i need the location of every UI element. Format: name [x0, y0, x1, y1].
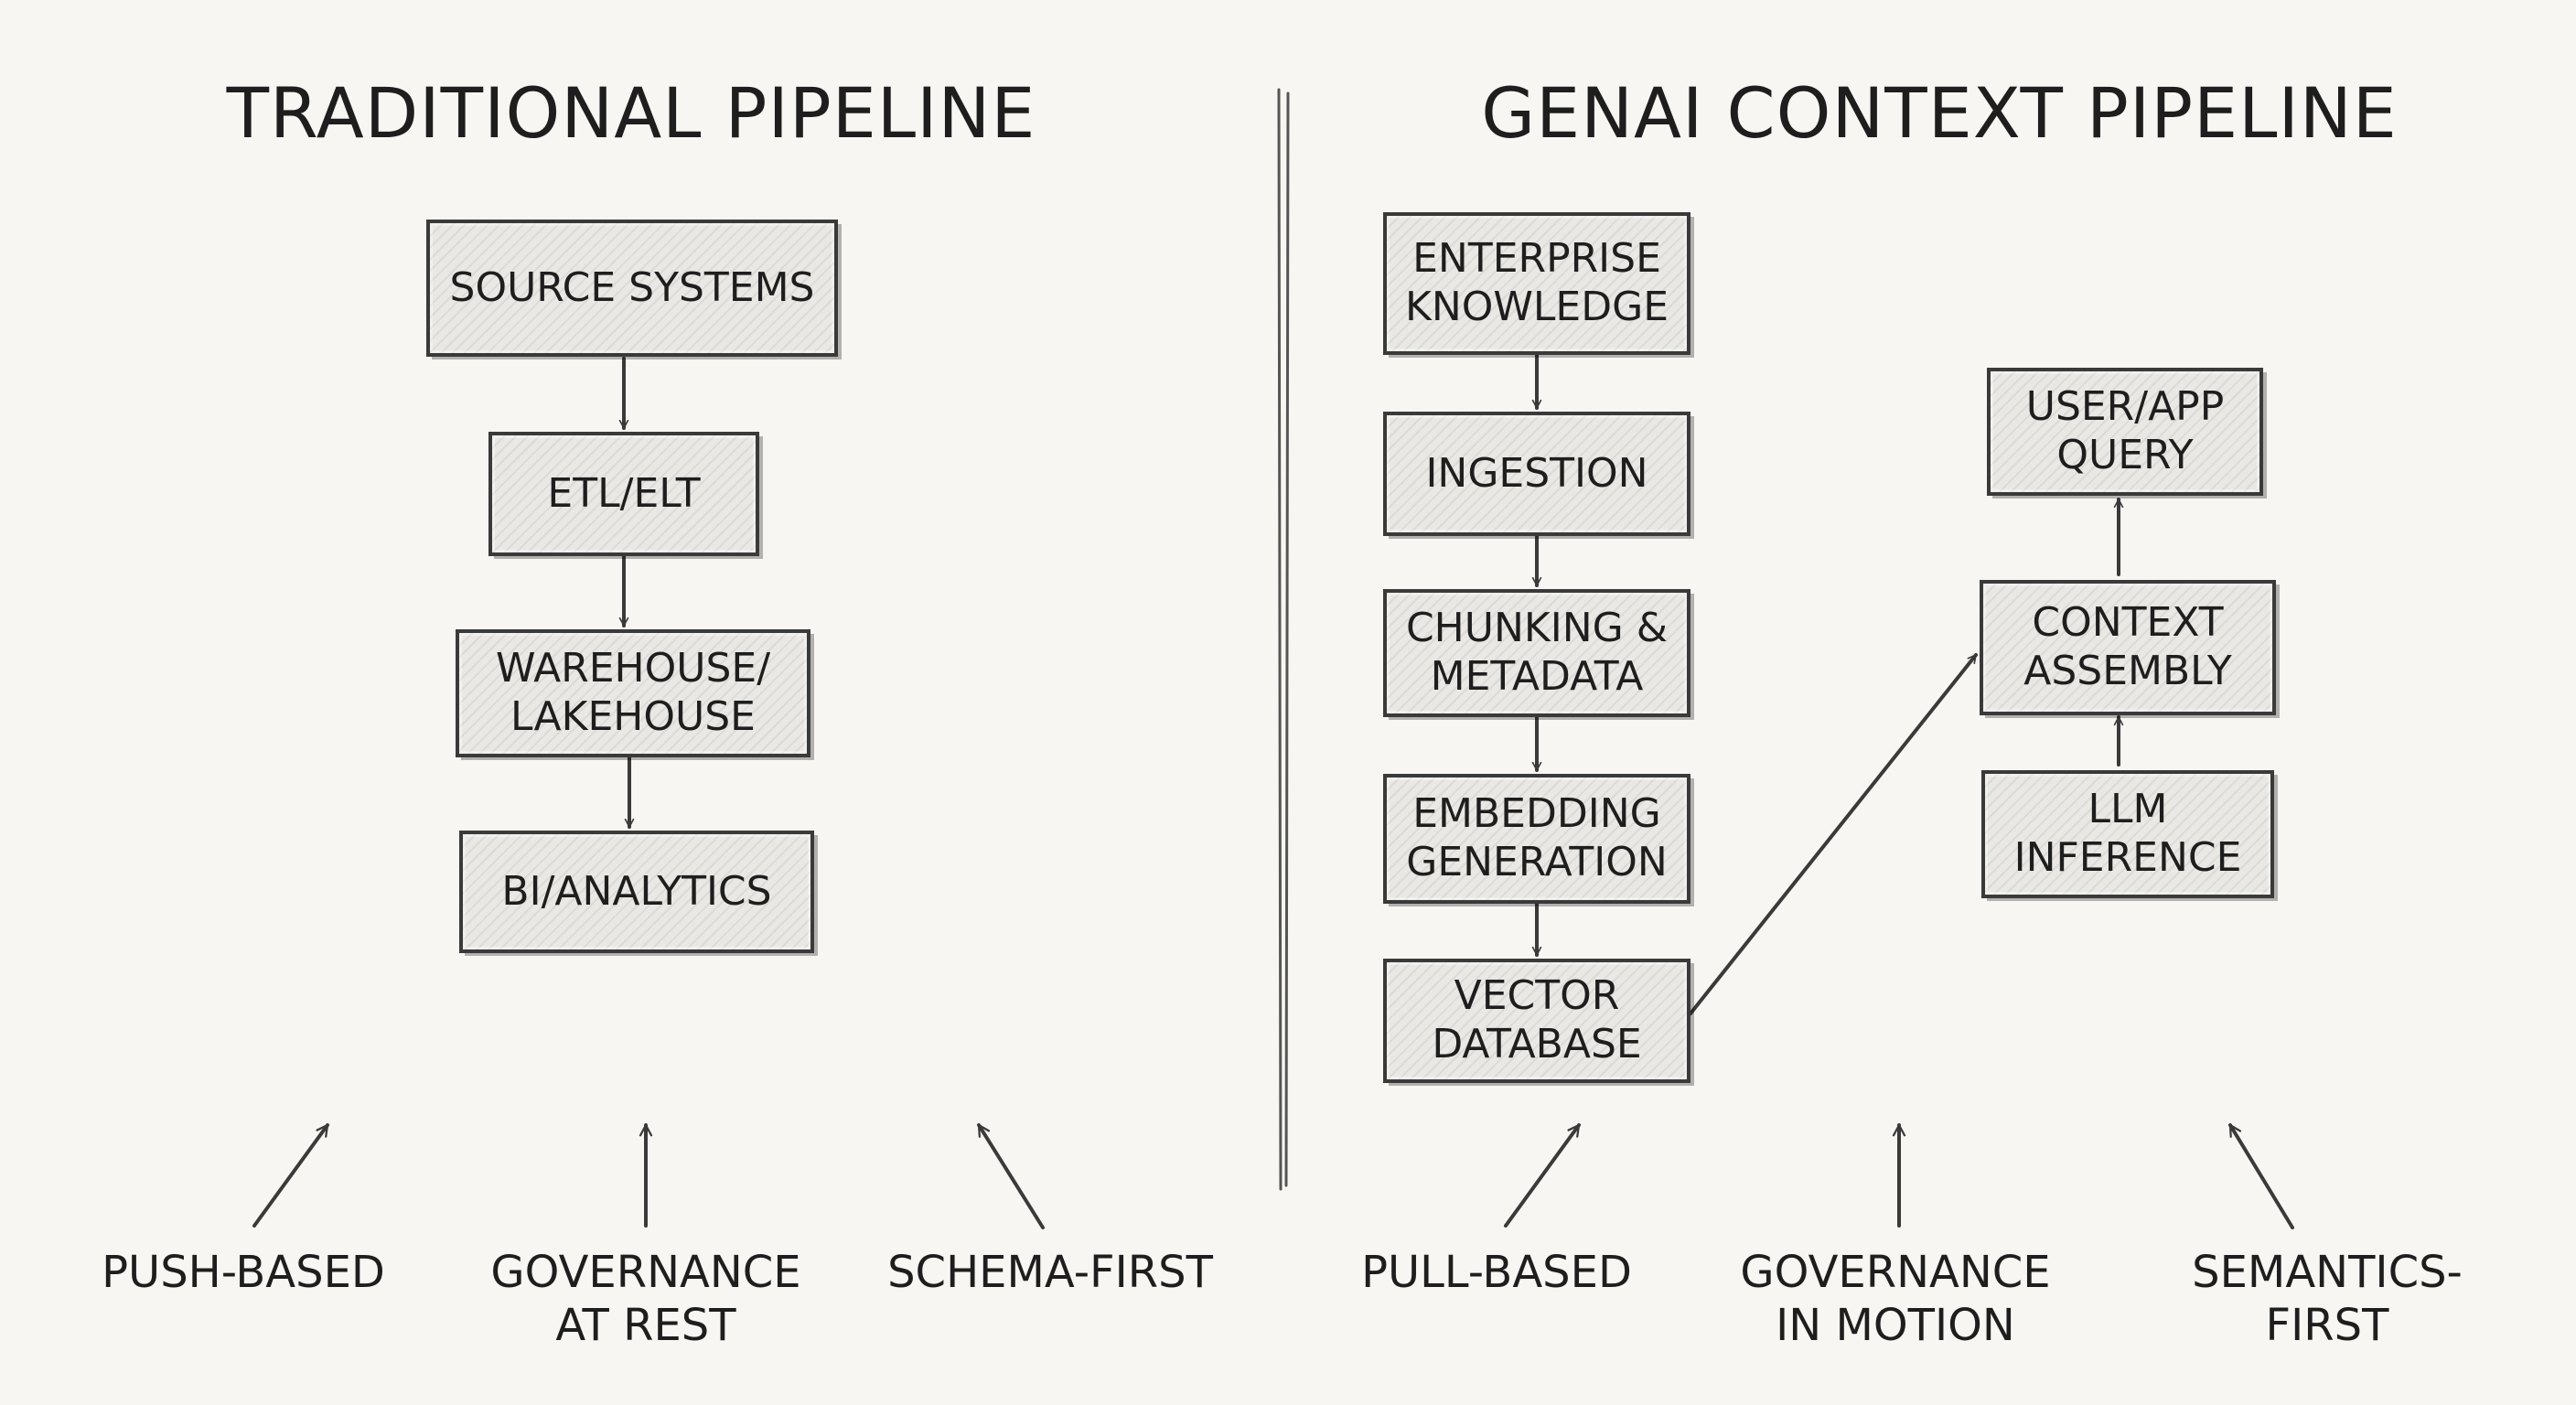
arrow-semantics-first	[2228, 1123, 2294, 1229]
traditional-pipeline-title: TRADITIONAL PIPELINE	[226, 72, 1036, 154]
arrow-vector-to-context	[1689, 653, 1978, 1015]
principle-arrows	[252, 1123, 2294, 1229]
right-flow-arrows	[1531, 353, 2124, 1015]
box-chunking-metadata: CHUNKING & METADATA	[1383, 589, 1690, 717]
label-pull-based: PULL-BASED	[1361, 1247, 1632, 1298]
box-source-systems: SOURCE SYSTEMS	[426, 220, 838, 357]
box-context-assembly: CONTEXT ASSEMBLY	[1980, 580, 2276, 715]
arrow-pull-based	[1504, 1123, 1581, 1228]
arrow-schema-first	[977, 1123, 1045, 1229]
box-warehouse-lakehouse: WAREHOUSE/ LAKEHOUSE	[456, 629, 810, 757]
box-bi-analytics: BI/ANALYTICS	[459, 831, 814, 953]
label-push-based: PUSH-BASED	[102, 1247, 385, 1298]
box-vector-database: VECTOR DATABASE	[1383, 959, 1690, 1083]
label-schema-first: SCHEMA-FIRST	[887, 1247, 1213, 1298]
box-enterprise-knowledge: ENTERPRISE KNOWLEDGE	[1383, 212, 1690, 355]
box-llm-inference: LLM INFERENCE	[1981, 770, 2274, 898]
label-governance-in-motion: GOVERNANCE IN MOTION	[1740, 1247, 2051, 1351]
left-flow-arrows	[618, 357, 635, 829]
genai-context-pipeline-title: GENAI CONTEXT PIPELINE	[1481, 72, 2398, 154]
box-embedding-generation: EMBEDDING GENERATION	[1383, 774, 1690, 904]
label-semantics-first: SEMANTICS-FIRST	[2192, 1247, 2463, 1351]
center-divider	[1277, 88, 1290, 1191]
box-user-app-query: USER/APP QUERY	[1987, 368, 2263, 496]
label-governance-at-rest: GOVERNANCE AT REST	[490, 1247, 801, 1351]
arrow-push-based	[252, 1123, 329, 1228]
box-ingestion: INGESTION	[1383, 412, 1690, 536]
box-etl-elt: ETL/ELT	[488, 432, 759, 556]
